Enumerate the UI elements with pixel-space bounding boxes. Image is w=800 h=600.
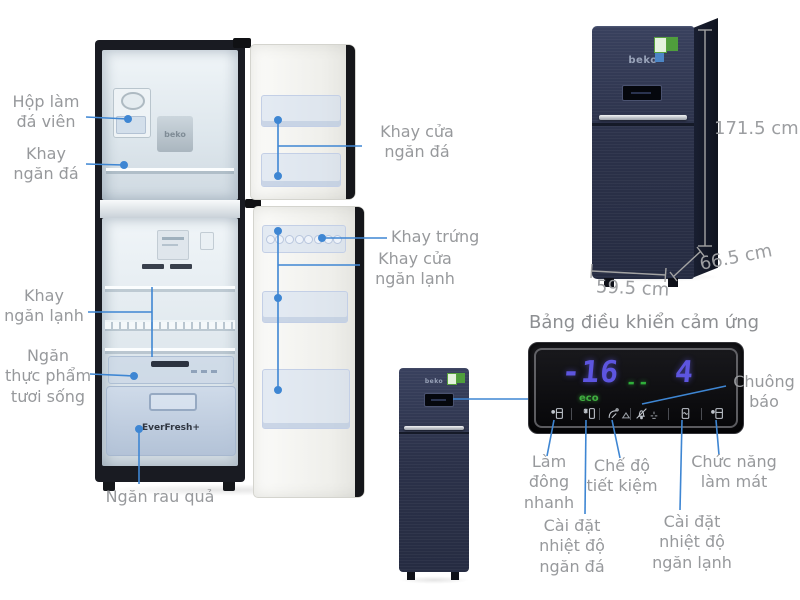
icon-separator	[571, 408, 572, 420]
label-fridge-shelf: Khay ngăn lạnh	[4, 286, 84, 326]
fridge-front: beko	[399, 368, 469, 572]
drawer-handle	[149, 393, 197, 411]
label-freezer-temp-setting: Cài đặt nhiệt độ ngăn đá	[539, 516, 605, 576]
air-vent	[142, 264, 164, 269]
alarm-icon	[636, 408, 647, 420]
eco-mode-icon	[608, 408, 619, 419]
fridge-door-bin	[262, 291, 348, 323]
interior-badge	[200, 232, 214, 250]
panel-bezel	[534, 348, 738, 428]
panel-icon-row	[529, 405, 743, 423]
door-handle	[599, 115, 687, 120]
fresh-food-tray	[108, 356, 234, 384]
beko-logo: beko	[628, 55, 658, 66]
brand-text: beko	[164, 129, 186, 139]
middle-hinge	[245, 199, 261, 208]
label-ice-cube-box: Hộp làm đá viên	[12, 92, 80, 132]
icon-separator	[599, 408, 600, 420]
freezer-door-bin	[261, 153, 341, 187]
fridge-foot	[604, 278, 614, 287]
icon-separator	[668, 408, 669, 420]
display-divider: --	[625, 373, 652, 393]
fridge-temp-icon	[681, 408, 690, 419]
fridge-compartment: EverFresh+	[102, 218, 238, 466]
freezer-temp-icon	[583, 408, 595, 419]
door-handle	[404, 426, 464, 430]
door-edge	[355, 207, 364, 497]
beko-logo: beko	[424, 378, 444, 385]
label-quick-freeze: Làm đông nhanh	[523, 452, 575, 512]
neofrost-plate	[157, 230, 189, 260]
lock-icon	[650, 411, 658, 419]
compartment-divider	[100, 200, 240, 218]
label-freezer-door-bins: Khay cửa ngăn đá	[380, 122, 454, 162]
fridge-foot	[451, 572, 459, 580]
door-display	[424, 393, 454, 407]
egg-tray	[262, 225, 346, 253]
dimension-width: 59.5 cm	[595, 276, 670, 301]
fridge-foot	[103, 482, 115, 491]
open-fridge-illustration: beko EverFresh+	[95, 38, 367, 500]
fridge-side-panel	[692, 18, 718, 278]
fridge-door-bin	[262, 369, 350, 429]
mini-fridge-illustration: beko	[397, 366, 471, 582]
cooling-function-icon	[711, 408, 723, 419]
defrost-icon	[621, 412, 631, 419]
fridge-cabinet: beko EverFresh+	[95, 40, 245, 482]
label-fridge-temp-setting: Cài đặt nhiệt độ ngăn lạnh	[652, 512, 732, 572]
energy-label	[654, 37, 667, 53]
freezer-temp-display: -16	[560, 355, 621, 390]
shadow	[399, 576, 469, 584]
freezer-shelf	[106, 168, 234, 171]
icon-separator	[701, 408, 702, 420]
label-cooling-function: Chức năng làm mát	[691, 452, 777, 492]
energy-label	[457, 373, 465, 383]
label-fresh-food-tray: Ngăn thực phẩm tươi sống	[4, 346, 92, 406]
energy-label	[655, 53, 664, 62]
dimension-height: 171.5 cm	[714, 118, 799, 139]
ice-cube-box	[113, 88, 151, 138]
door-display	[622, 85, 662, 101]
energy-label	[447, 373, 457, 385]
label-eco-mode: Chế độ tiết kiệm	[586, 456, 658, 496]
freezer-door-open	[250, 44, 356, 200]
fridge-foot	[407, 572, 415, 580]
bottle-rack-shelf	[105, 320, 235, 329]
label-egg-tray: Khay trứng	[391, 227, 480, 246]
door-edge	[346, 45, 355, 199]
label-alarm: Chuông báo	[733, 372, 795, 412]
fridge-foot	[668, 278, 678, 287]
glass-shelf	[105, 286, 235, 289]
quick-freeze-icon	[551, 408, 563, 419]
label-freezer-shelf: Khay ngăn đá	[13, 144, 79, 184]
glass-shelf	[105, 348, 235, 351]
freezer-compartment: beko	[102, 50, 238, 200]
top-hinge	[233, 38, 251, 48]
energy-label	[667, 37, 678, 51]
icon-separator	[630, 408, 631, 420]
brand-plate: beko	[157, 116, 193, 152]
vegetable-drawer: EverFresh+	[106, 386, 236, 456]
control-panel-title: Bảng điều khiển cảm ứng	[529, 312, 760, 333]
touch-control-panel: -16 -- 4 eco	[528, 342, 744, 434]
fridge-temp-display: 4	[673, 355, 696, 390]
door-gap	[399, 432, 469, 434]
door-gap	[592, 123, 694, 126]
everfresh-badge: EverFresh+	[142, 423, 200, 433]
closed-fridge-illustration: beko	[592, 14, 724, 290]
fridge-foot	[223, 482, 235, 491]
fridge-front: beko	[592, 26, 694, 279]
eco-indicator: eco	[579, 393, 599, 404]
freezer-door-bin	[261, 95, 341, 127]
label-vegetable-drawer: Ngăn rau quả	[105, 487, 215, 506]
label-fridge-door-bins: Khay cửa ngăn lạnh	[375, 249, 455, 289]
air-vent	[170, 264, 192, 269]
fridge-door-open	[253, 206, 365, 498]
